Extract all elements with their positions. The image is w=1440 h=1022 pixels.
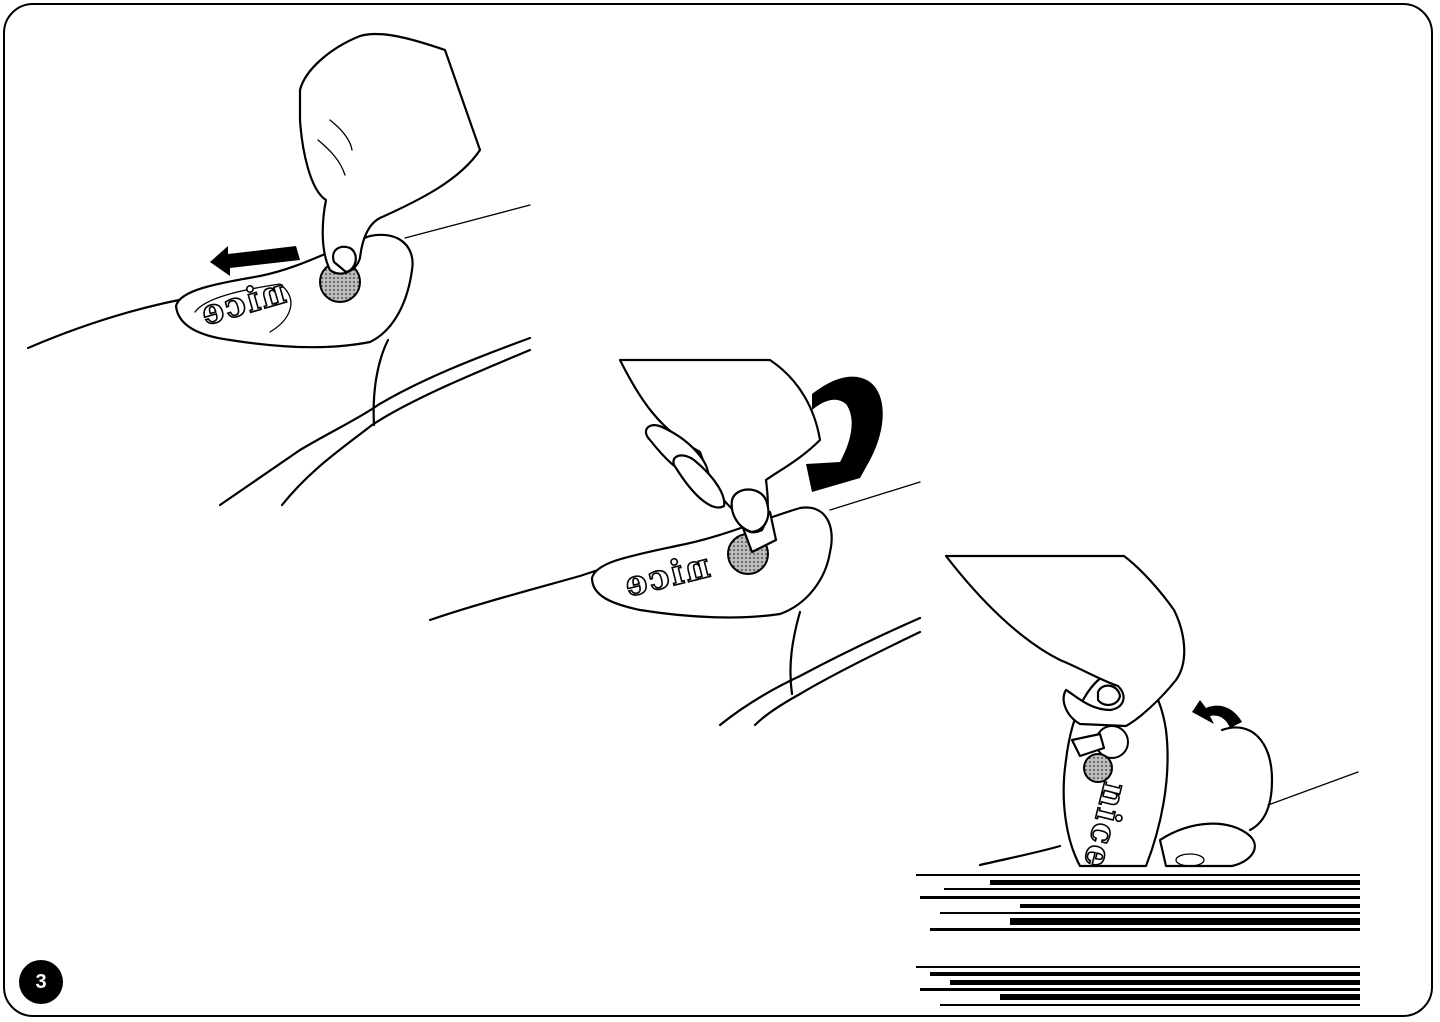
panel-2-gate-top-line [830,482,920,510]
panel-3-hinge-arc [1222,727,1272,830]
panel-3-hand [946,556,1184,726]
panel-3-gate-edge-left [980,846,1060,865]
panel-3-fingernail [1098,686,1120,705]
panel-1-press-button: nice [28,34,530,505]
panel-2-gate-side-upper [720,618,920,725]
panel-3-gate-top-line [1268,772,1358,805]
panel-1-gate-top-line [405,205,530,238]
panel-3-lift-cover: nice [916,556,1360,1006]
panel-1-gate-crease [374,340,388,425]
panel-2-gate-top-edge [430,570,598,620]
panel-1-gate-side-upper [220,338,530,505]
panel-2-gate-crease [790,612,800,694]
panel-3-arrow-up [1192,700,1242,728]
panel-1-gate-side-lower [282,350,530,505]
step-number-badge: 3 [19,960,63,1004]
panel-2-thumb [732,490,769,533]
panel-3-scan-artifact [916,874,1360,1006]
panel-2-gate-side-lower [755,632,920,725]
panel-2-turn-key: nice [430,360,920,725]
panel-3-release-button [1084,754,1112,782]
panel-3-base [1160,824,1255,866]
